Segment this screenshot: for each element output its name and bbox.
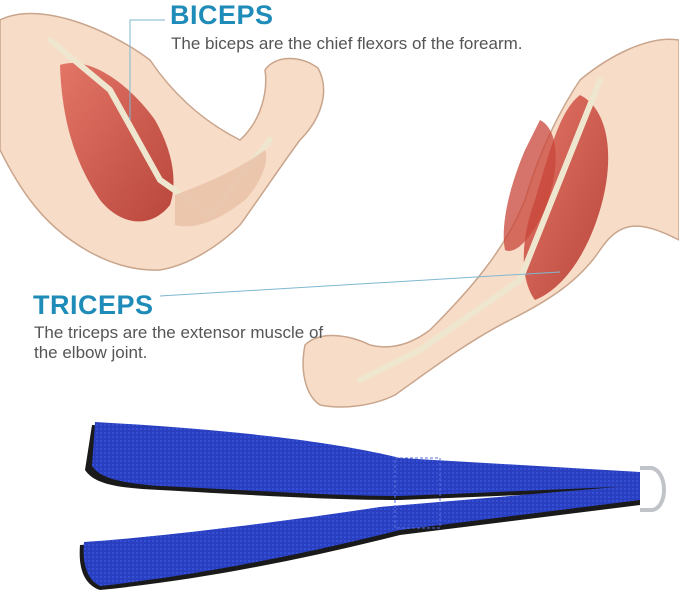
- biceps-forearm-muscle: [175, 150, 267, 227]
- triceps-muscle: [523, 95, 609, 300]
- triceps-arm-skin: [302, 38, 679, 408]
- triceps-leader-line: [159, 271, 561, 297]
- strap-upper-face: [92, 422, 640, 496]
- tricep-strap: [79, 422, 666, 590]
- strap-d-ring: [640, 466, 666, 512]
- triceps-bone: [357, 77, 603, 383]
- biceps-arm-drawing: [0, 12, 325, 271]
- triceps-arm-drawing: [302, 38, 679, 408]
- strap-lower-face: [83, 485, 641, 586]
- biceps-muscle: [60, 63, 174, 222]
- triceps-description: The triceps are the extensor muscle of t…: [34, 323, 324, 362]
- triceps-title: TRICEPS: [33, 290, 154, 320]
- biceps-leader-line: [129, 19, 165, 120]
- triceps-muscle-lower: [503, 120, 556, 251]
- biceps-description: The biceps are the chief flexors of the …: [171, 34, 523, 53]
- strap-stitch-patch: [394, 457, 441, 529]
- biceps-title: BICEPS: [170, 0, 274, 30]
